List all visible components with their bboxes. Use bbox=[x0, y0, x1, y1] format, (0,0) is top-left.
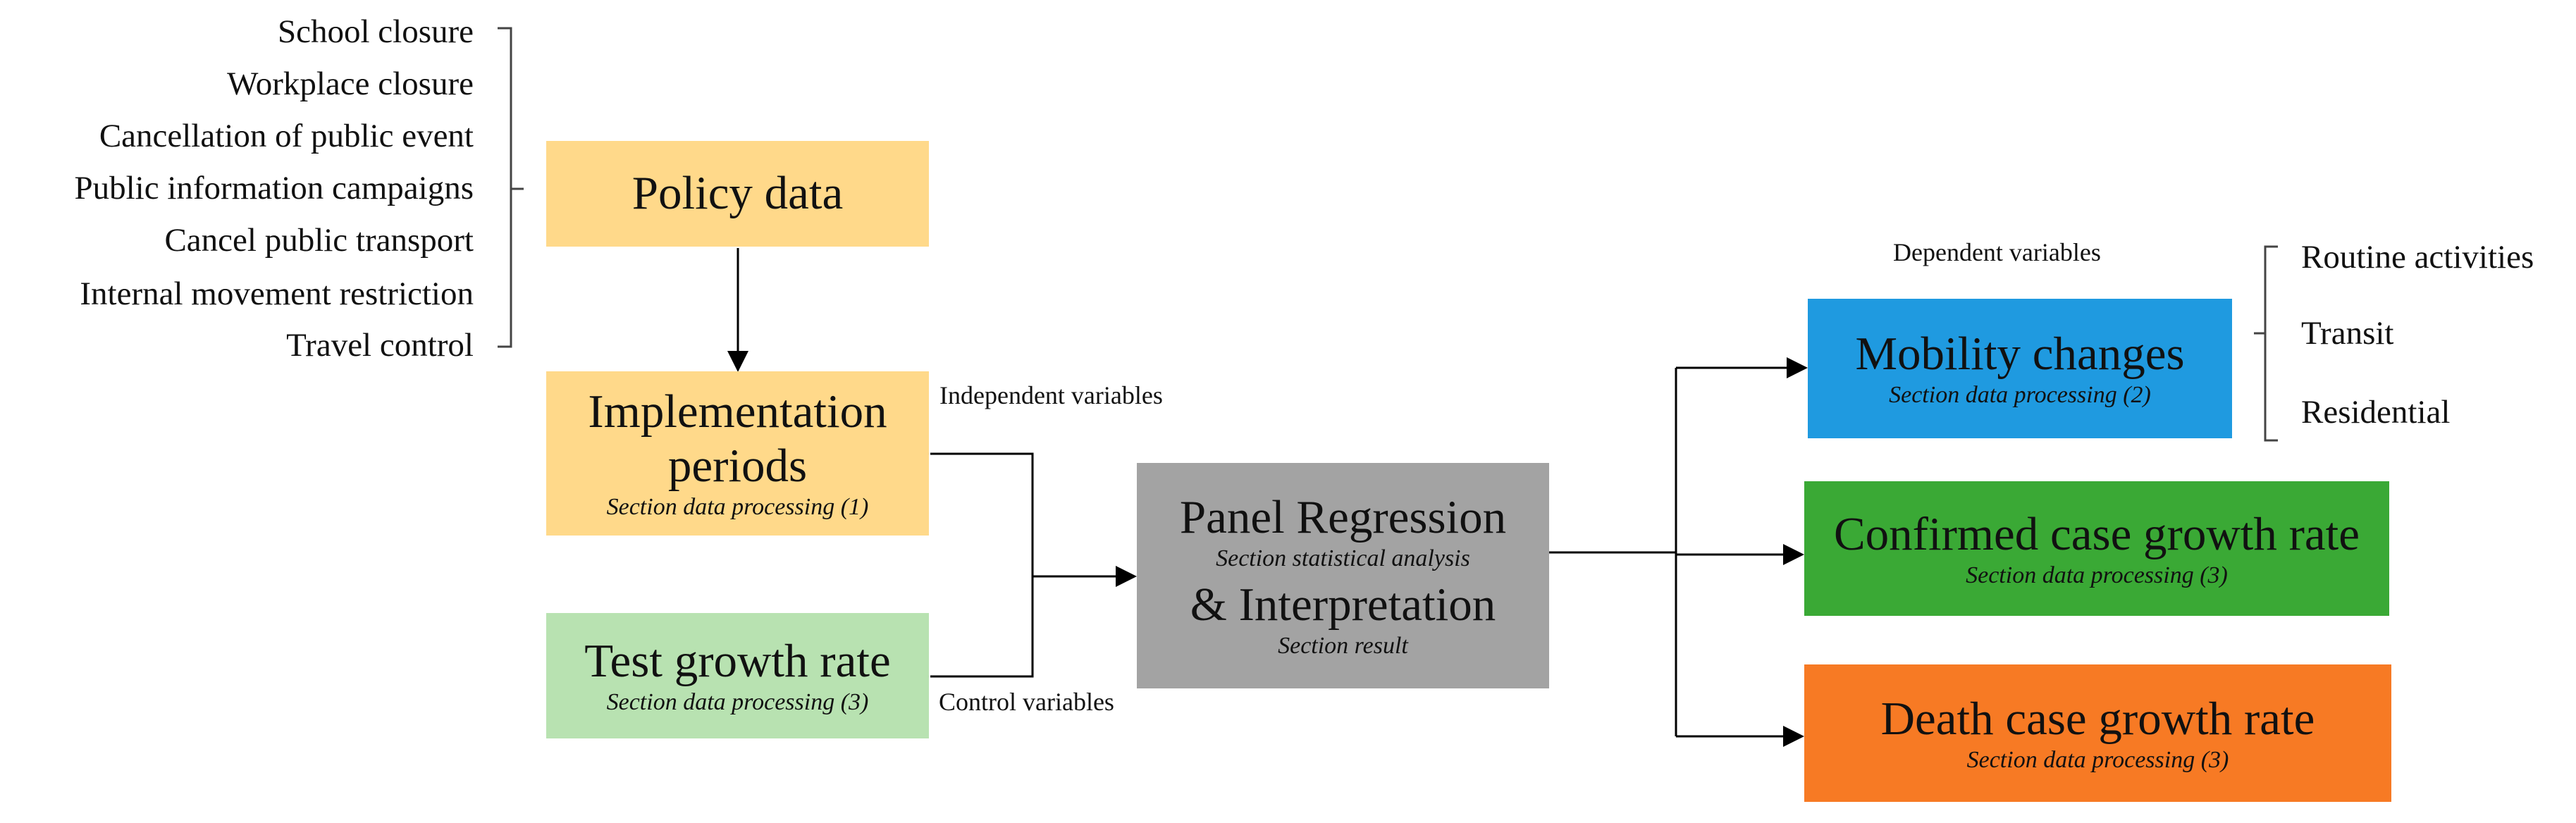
policy-item-workplace-closure: Workplace closure bbox=[227, 66, 474, 102]
mobility-changes-section-ref: Section data processing (2) bbox=[1889, 382, 2151, 409]
policy-data-title: Policy data bbox=[631, 167, 844, 220]
policy-item-internal-movement-restriction: Internal movement restriction bbox=[80, 276, 474, 312]
death-case-section-ref: Section data processing (3) bbox=[1966, 746, 2229, 773]
line-implementation-to-junction bbox=[930, 452, 1034, 678]
mobility-item-residential: Residential bbox=[2301, 394, 2451, 431]
test-growth-rate-title: Test growth rate bbox=[584, 635, 891, 688]
panel-regression-box: Panel Regression Section statistical ana… bbox=[1137, 463, 1549, 688]
implementation-periods-box: Implementation periods Section data proc… bbox=[546, 371, 929, 536]
control-variables-label: Control variables bbox=[939, 688, 1114, 716]
death-case-growth-rate-title: Death case growth rate bbox=[1880, 692, 2315, 745]
interpretation-title: & Interpretation bbox=[1190, 578, 1496, 631]
mobility-list-brace bbox=[2254, 245, 2278, 442]
policy-data-box: Policy data bbox=[546, 141, 929, 247]
policy-list-brace bbox=[498, 27, 524, 348]
confirmed-case-growth-rate-box: Confirmed case growth rate Section data … bbox=[1804, 481, 2389, 616]
implementation-section-ref: Section data processing (1) bbox=[606, 494, 869, 521]
policy-item-school-closure: School closure bbox=[277, 13, 474, 50]
panel-regression-section-ref: Section statistical analysis bbox=[1216, 545, 1470, 572]
policy-item-cancellation-public-event: Cancellation of public event bbox=[99, 118, 474, 154]
mobility-changes-box: Mobility changes Section data processing… bbox=[1808, 299, 2232, 438]
mobility-item-routine-activities: Routine activities bbox=[2301, 239, 2534, 276]
panel-regression-title: Panel Regression bbox=[1179, 491, 1507, 544]
implementation-title-line1: Implementation bbox=[588, 385, 887, 438]
confirmed-case-growth-rate-title: Confirmed case growth rate bbox=[1833, 507, 2360, 560]
policy-item-cancel-public-transport: Cancel public transport bbox=[164, 222, 474, 259]
interpretation-section-ref: Section result bbox=[1278, 633, 1408, 660]
death-case-growth-rate-box: Death case growth rate Section data proc… bbox=[1804, 664, 2391, 802]
dependent-variables-label: Dependent variables bbox=[1893, 238, 2101, 266]
implementation-title-line2: periods bbox=[667, 440, 808, 493]
confirmed-case-section-ref: Section data processing (3) bbox=[1966, 562, 2228, 588]
test-growth-rate-section-ref: Section data processing (3) bbox=[606, 689, 869, 716]
test-growth-rate-box: Test growth rate Section data processing… bbox=[546, 613, 929, 738]
mobility-changes-title: Mobility changes bbox=[1855, 328, 2185, 380]
policy-item-public-information-campaigns: Public information campaigns bbox=[74, 170, 474, 206]
policy-item-travel-control: Travel control bbox=[286, 327, 474, 364]
mobility-item-transit: Transit bbox=[2301, 315, 2394, 352]
independent-variables-label: Independent variables bbox=[939, 381, 1163, 409]
